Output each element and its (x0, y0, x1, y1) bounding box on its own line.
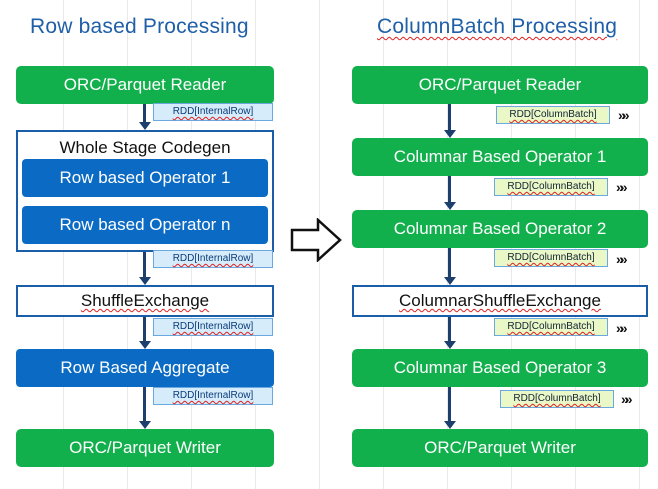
right-arrow-5 (444, 387, 456, 429)
right-arrow-3 (444, 248, 456, 285)
right-chevrons-4: »» (616, 320, 627, 336)
left-rdd-label-3: RDD[InternalRow] (153, 318, 273, 336)
left-arrow-1 (139, 104, 151, 130)
right-writer-box: ORC/Parquet Writer (352, 429, 648, 467)
left-shuffle-exchange: ShuffleExchange (16, 285, 274, 317)
right-chevrons-2: »» (616, 179, 627, 195)
right-title: ColumnBatch Processing (377, 15, 618, 38)
left-arrow-3 (139, 317, 151, 349)
right-rdd-label-2: RDD[ColumnBatch] (494, 178, 608, 196)
right-rdd-label-5: RDD[ColumnBatch] (500, 390, 614, 408)
right-arrow-4 (444, 317, 456, 349)
left-arrow-2 (139, 252, 151, 285)
left-rdd-label-2: RDD[InternalRow] (153, 250, 273, 268)
left-reader-box: ORC/Parquet Reader (16, 66, 274, 104)
left-arrow-4 (139, 387, 151, 429)
left-row-operator-1: Row based Operator 1 (22, 159, 268, 197)
right-rdd-label-3: RDD[ColumnBatch] (494, 249, 608, 267)
right-columnar-operator-3: Columnar Based Operator 3 (352, 349, 648, 387)
right-chevrons-3: »» (616, 251, 627, 267)
right-arrow-1 (444, 104, 456, 138)
right-arrow-2 (444, 176, 456, 210)
whole-stage-codegen-label: Whole Stage Codegen (59, 138, 231, 157)
right-rdd-label-4: RDD[ColumnBatch] (494, 318, 608, 336)
transform-arrow-icon (290, 218, 342, 262)
right-columnar-shuffle-exchange: ColumnarShuffleExchange (352, 285, 648, 317)
right-chevrons-1: »» (618, 107, 629, 123)
left-rdd-label-1: RDD[InternalRow] (153, 103, 273, 121)
right-columnar-operator-1: Columnar Based Operator 1 (352, 138, 648, 176)
left-row-aggregate: Row Based Aggregate (16, 349, 274, 387)
right-reader-box: ORC/Parquet Reader (352, 66, 648, 104)
right-rdd-label-1: RDD[ColumnBatch] (496, 106, 610, 124)
right-columnar-operator-2: Columnar Based Operator 2 (352, 210, 648, 248)
right-chevrons-5: »» (621, 391, 632, 407)
left-row-operator-n: Row based Operator n (22, 206, 268, 244)
left-writer-box: ORC/Parquet Writer (16, 429, 274, 467)
left-rdd-label-4: RDD[InternalRow] (153, 387, 273, 405)
left-title: Row based Processing (30, 15, 249, 38)
